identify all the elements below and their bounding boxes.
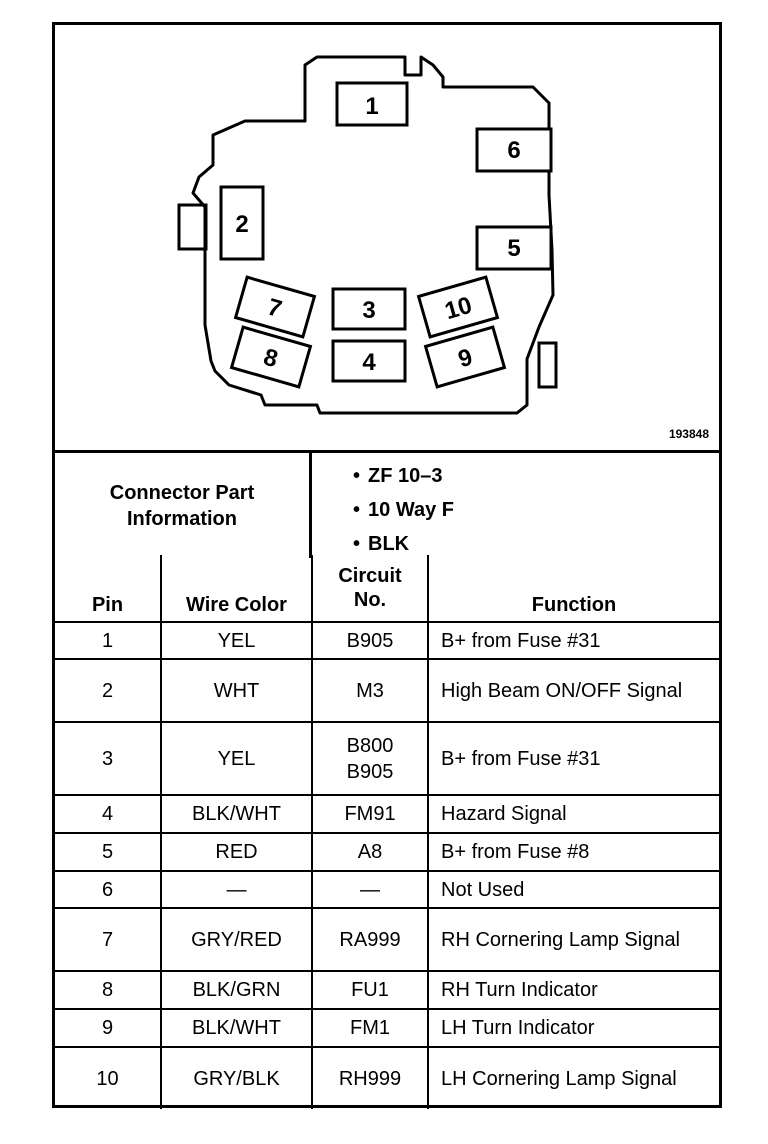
- table-row: 6 — — Not Used: [55, 870, 719, 909]
- connector-info-part-number: ZF 10–3: [353, 459, 454, 493]
- pin-label-2: 2: [235, 211, 248, 238]
- cell-circuit: RH999: [311, 1046, 429, 1109]
- cavity-4: 4: [331, 339, 407, 383]
- header-wire-color: Wire Color: [160, 555, 313, 623]
- cell-wire-color: BLK/WHT: [160, 794, 313, 834]
- cavity-9: 9: [423, 325, 507, 389]
- cavity-10: 10: [416, 275, 500, 339]
- cell-pin: 9: [55, 1008, 162, 1048]
- cell-wire-color: BLK/GRN: [160, 970, 313, 1010]
- table-row: 4 BLK/WHT FM91 Hazard Signal: [55, 794, 719, 834]
- cell-function: RH Turn Indicator: [427, 970, 719, 1010]
- cell-circuit: M3: [311, 658, 429, 723]
- table-row: 5 RED A8 B+ from Fuse #8: [55, 832, 719, 872]
- cell-function: B+ from Fuse #8: [427, 832, 719, 872]
- table-row: 7 GRY/RED RA999 RH Cornering Lamp Signal: [55, 907, 719, 972]
- cell-wire-color: YEL: [160, 721, 313, 796]
- header-function: Function: [427, 555, 719, 623]
- cell-wire-color: YEL: [160, 621, 313, 660]
- cell-pin: 4: [55, 794, 162, 834]
- cell-circuit: FU1: [311, 970, 429, 1010]
- table-row: 2 WHT M3 High Beam ON/OFF Signal: [55, 658, 719, 723]
- connector-sheet: 1 6 2 5 7 8 3: [52, 22, 722, 1109]
- cell-circuit: RA999: [311, 907, 429, 972]
- cell-wire-color: GRY/RED: [160, 907, 313, 972]
- cell-wire-color: RED: [160, 832, 313, 872]
- cell-function: B+ from Fuse #31: [427, 721, 719, 796]
- cell-pin: 2: [55, 658, 162, 723]
- table-row: 3 YEL B800 B905 B+ from Fuse #31: [55, 721, 719, 796]
- cell-function: Not Used: [427, 870, 719, 909]
- connector-info-color: BLK: [353, 527, 454, 561]
- cell-circuit: A8: [311, 832, 429, 872]
- cell-function: RH Cornering Lamp Signal: [427, 907, 719, 972]
- connector-part-info: Connector Part Information ZF 10–3 10 Wa…: [55, 450, 719, 558]
- cell-circuit: B800 B905: [311, 721, 429, 796]
- diagram-id-number: 193848: [668, 427, 709, 441]
- connector-info-way-count: 10 Way F: [353, 493, 454, 527]
- connector-info-label: Connector Part Information: [55, 453, 312, 558]
- table-row: 9 BLK/WHT FM1 LH Turn Indicator: [55, 1008, 719, 1048]
- cell-circuit-line: B905: [346, 760, 394, 783]
- cell-circuit: FM91: [311, 794, 429, 834]
- cell-circuit: —: [311, 870, 429, 909]
- header-circuit-no: Circuit No.: [311, 555, 429, 623]
- connector-info-label-line1: Connector Part: [109, 481, 255, 504]
- header-pin: Pin: [55, 555, 162, 623]
- cavity-1: 1: [335, 81, 409, 127]
- table-header-row: Pin Wire Color Circuit No. Function: [55, 555, 719, 623]
- cell-pin: 3: [55, 721, 162, 796]
- pin-label-3: 3: [362, 297, 375, 324]
- cavity-5: 5: [475, 225, 553, 271]
- connector-info-label-line2: Information: [127, 507, 237, 530]
- connector-outline: [191, 55, 555, 415]
- cell-function: LH Cornering Lamp Signal: [427, 1046, 719, 1109]
- cell-circuit: B905: [311, 621, 429, 660]
- cell-pin: 6: [55, 870, 162, 909]
- cell-circuit: FM1: [311, 1008, 429, 1048]
- cell-wire-color: —: [160, 870, 313, 909]
- cell-pin: 10: [55, 1046, 162, 1109]
- pin-label-6: 6: [507, 137, 520, 164]
- pin-table: Pin Wire Color Circuit No. Function 1 YE…: [55, 555, 719, 1109]
- cell-function: Hazard Signal: [427, 794, 719, 834]
- cavity-7: 7: [233, 275, 317, 339]
- table-row: 1 YEL B905 B+ from Fuse #31: [55, 621, 719, 660]
- cavity-2: 2: [219, 185, 265, 261]
- pin-label-5: 5: [507, 235, 520, 262]
- cavity-6: 6: [475, 127, 553, 173]
- table-row: 10 GRY/BLK RH999 LH Cornering Lamp Signa…: [55, 1046, 719, 1109]
- cell-pin: 8: [55, 970, 162, 1010]
- connector-info-values: ZF 10–3 10 Way F BLK: [353, 459, 454, 561]
- cavity-8: 8: [229, 325, 313, 389]
- cell-function: High Beam ON/OFF Signal: [427, 658, 719, 723]
- cell-pin: 7: [55, 907, 162, 972]
- cell-wire-color: BLK/WHT: [160, 1008, 313, 1048]
- cell-pin: 1: [55, 621, 162, 660]
- cell-wire-color: WHT: [160, 658, 313, 723]
- cell-function: LH Turn Indicator: [427, 1008, 719, 1048]
- cavity-3: 3: [331, 287, 407, 331]
- cell-circuit-line: B800: [346, 734, 394, 757]
- table-row: 8 BLK/GRN FU1 RH Turn Indicator: [55, 970, 719, 1010]
- connector-face-diagram: 1 6 2 5 7 8 3: [177, 55, 558, 415]
- header-circuit-line2: No.: [353, 589, 387, 611]
- left-latch-tab: [177, 203, 208, 251]
- cell-wire-color: GRY/BLK: [160, 1046, 313, 1109]
- pin-label-1: 1: [365, 93, 378, 120]
- connector-diagram-panel: 1 6 2 5 7 8 3: [55, 25, 719, 450]
- header-circuit-line1: Circuit: [338, 565, 402, 587]
- pin-label-4: 4: [362, 349, 376, 376]
- right-latch-tab: [537, 341, 558, 389]
- cell-pin: 5: [55, 832, 162, 872]
- cell-function: B+ from Fuse #31: [427, 621, 719, 660]
